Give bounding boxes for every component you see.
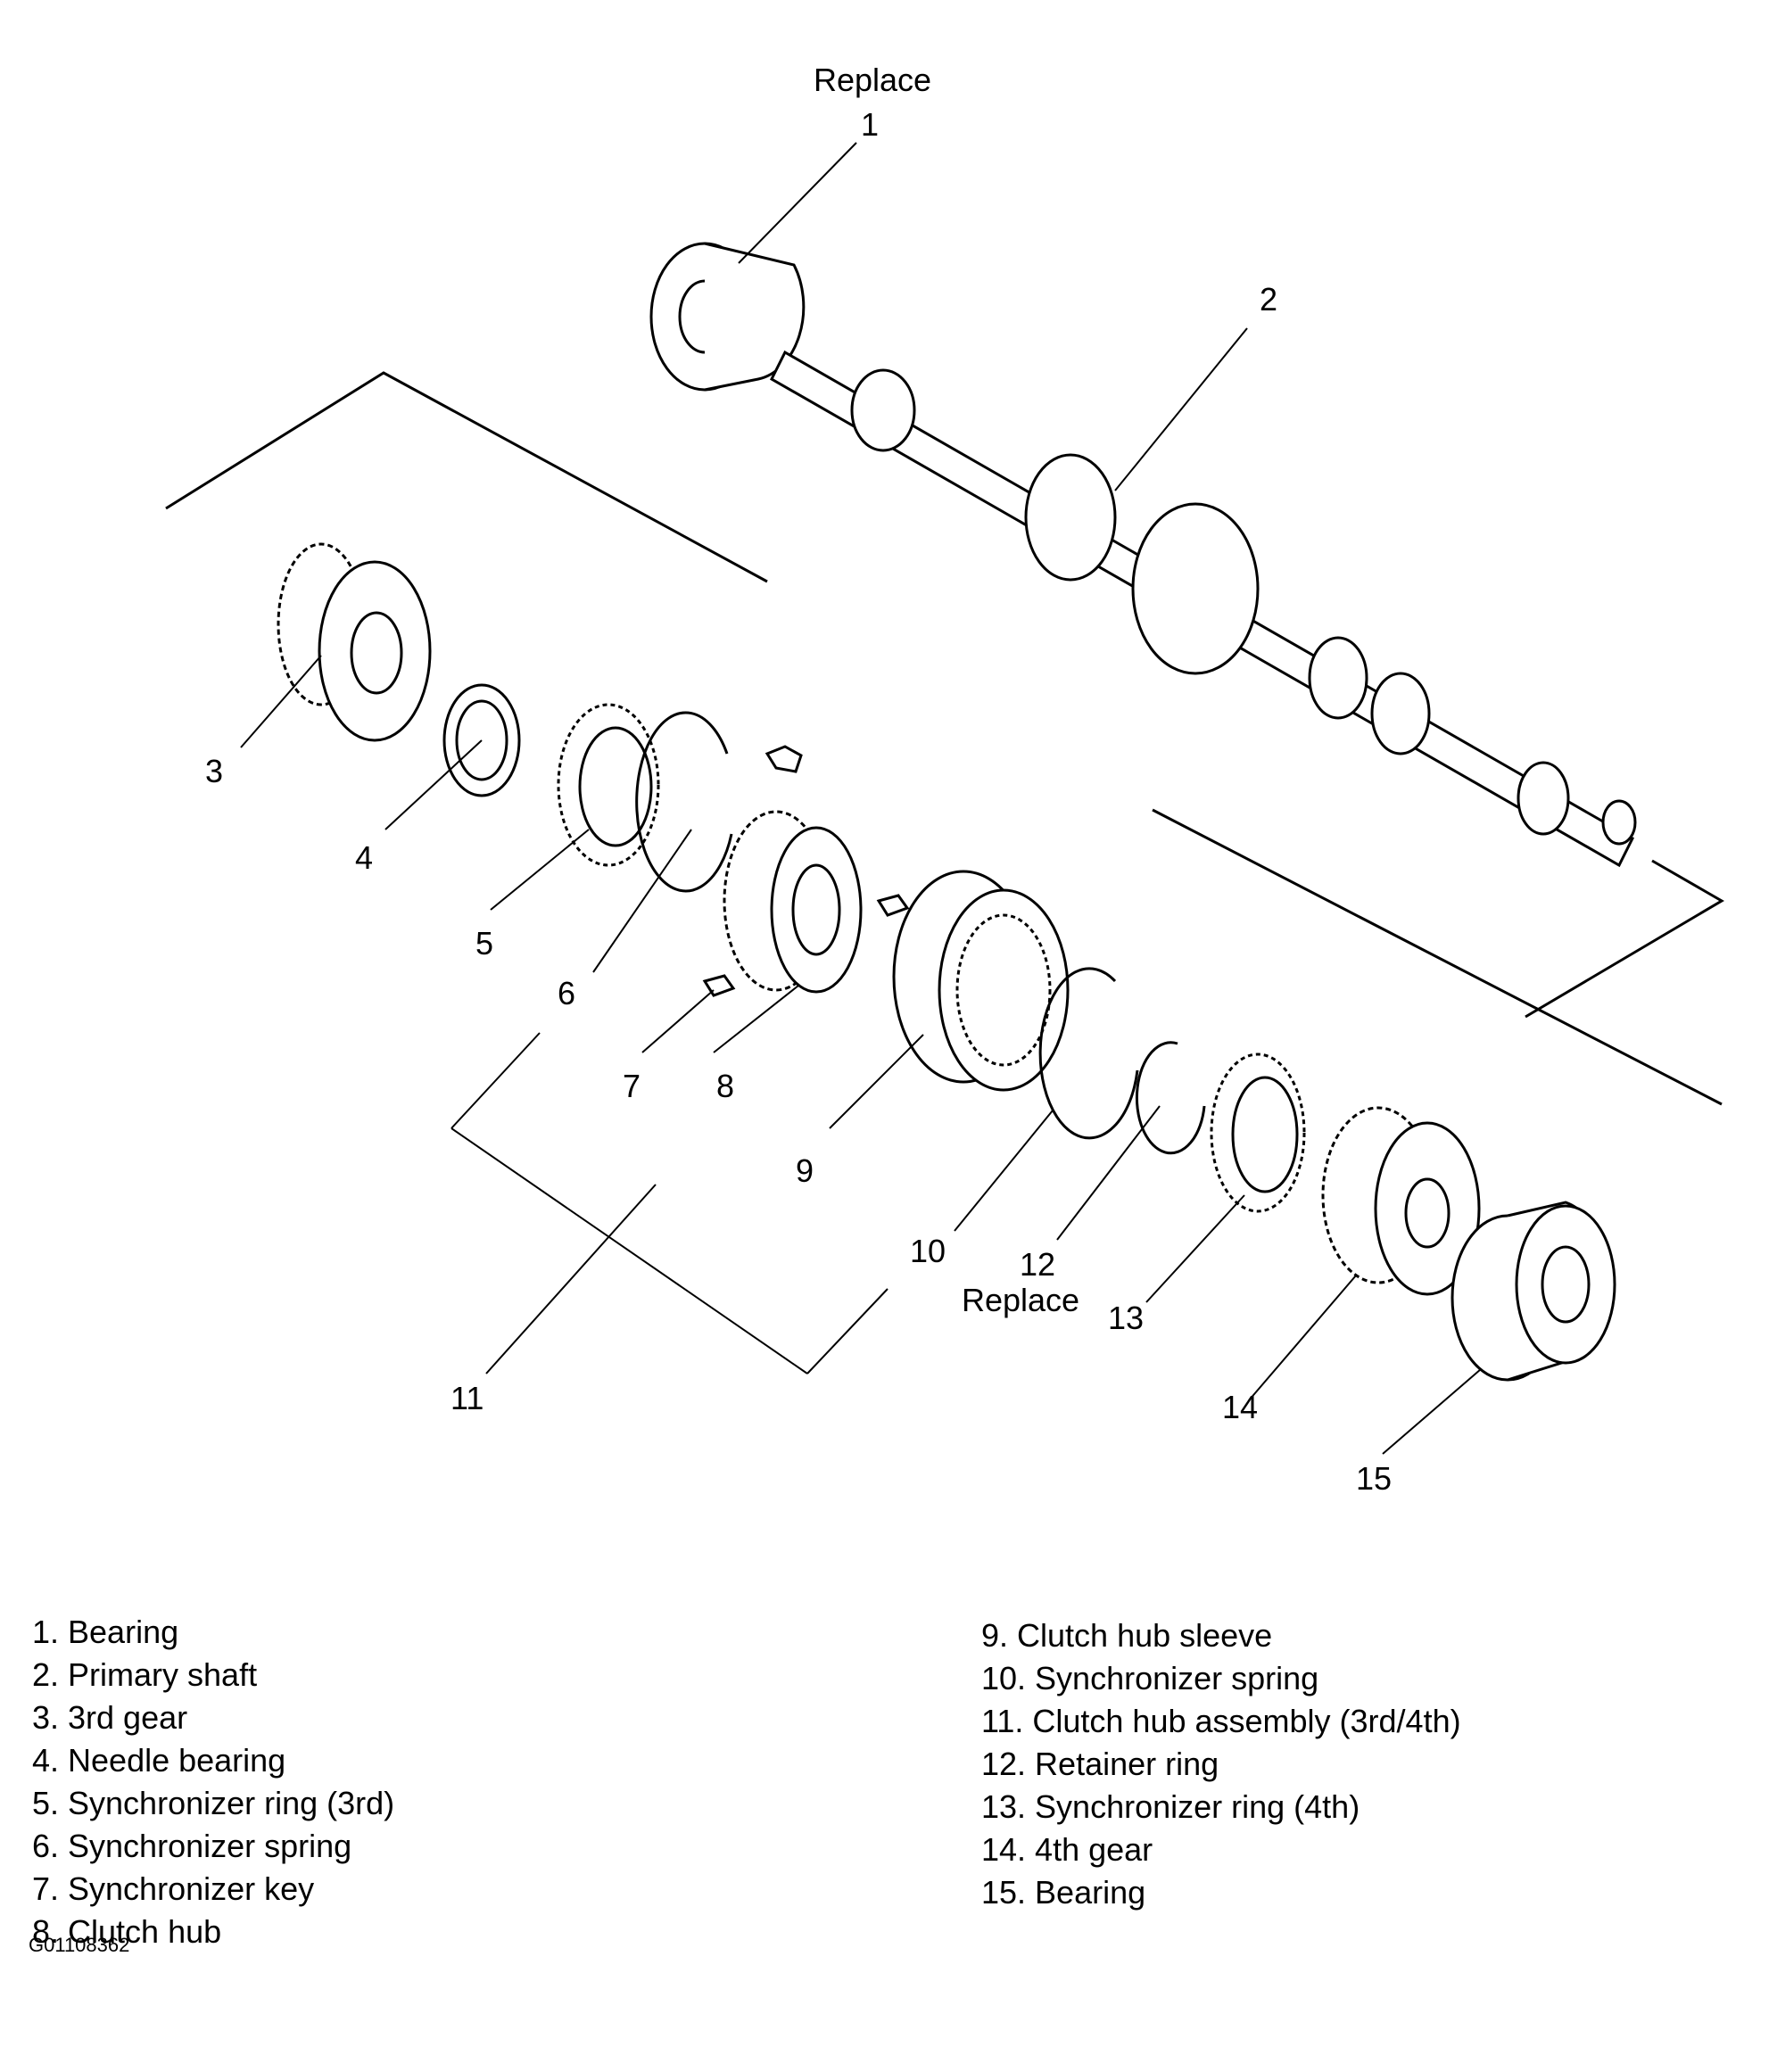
callout-15: 15: [1356, 1460, 1392, 1497]
legend-item: 8. Clutch hub: [32, 1913, 222, 1950]
callout-5: 5: [475, 925, 493, 962]
legend-left: 1. Bearing 2. Primary shaft 3. 3rd gear …: [32, 1611, 394, 1953]
legend-item: 9. Clutch hub sleeve: [981, 1617, 1273, 1654]
legend-right: 9. Clutch hub sleeve 10. Synchronizer sp…: [981, 1614, 1461, 1914]
legend-item: 10. Synchronizer spring: [981, 1660, 1319, 1696]
callout-11: 11: [450, 1380, 484, 1416]
legend-item: 5. Synchronizer ring (3rd): [32, 1785, 395, 1821]
bearing-top: [649, 242, 806, 392]
legend-item: 11. Clutch hub assembly (3rd/4th): [981, 1703, 1461, 1739]
bearing-bottom: [1451, 1201, 1616, 1382]
callout-1: 1: [861, 106, 879, 143]
legend-item: 2. Primary shaft: [32, 1656, 258, 1693]
legend-item: 6. Synchronizer spring: [32, 1828, 352, 1864]
figure-code: G01108362: [29, 1934, 130, 1956]
third-gear: [277, 542, 432, 742]
fourth-gear: [1321, 1106, 1481, 1296]
synchronizer-spring-6: [635, 711, 733, 893]
synchronizer-ring-3rd: [557, 703, 660, 867]
callout-7: 7: [623, 1068, 641, 1104]
synchronizer-spring-10: [1038, 967, 1139, 1140]
legend-item: 4. Needle bearing: [32, 1742, 286, 1779]
legend-item: 3. 3rd gear: [32, 1699, 188, 1736]
clutch-hub: [723, 810, 863, 994]
legend-item: 13. Synchronizer ring (4th): [981, 1788, 1360, 1825]
bracket-clutch-hub-assembly: [450, 1032, 888, 1374]
legend-item: 14. 4th gear: [981, 1831, 1153, 1868]
callout-12: 12: [1020, 1246, 1055, 1283]
legend-item: 15. Bearing: [981, 1874, 1146, 1911]
clutch-hub-sleeve: [892, 870, 1070, 1092]
leader-lines: [240, 142, 1482, 1455]
legend-item: 12. Retainer ring: [981, 1746, 1219, 1782]
callout-13: 13: [1108, 1300, 1144, 1336]
callout-replace-bottom: Replace: [962, 1282, 1079, 1318]
callout-14: 14: [1222, 1389, 1258, 1425]
callout-3: 3: [205, 753, 223, 789]
callout-replace-top: Replace: [814, 62, 931, 98]
synchronizer-keys: [702, 745, 910, 997]
callout-10: 10: [910, 1233, 946, 1269]
synchronizer-ring-4th: [1210, 1053, 1306, 1213]
bracket-shaft-group: [165, 371, 1724, 1106]
callout-8: 8: [716, 1068, 734, 1104]
primary-shaft: [770, 350, 1637, 868]
legend-item: 7. Synchronizer key: [32, 1870, 315, 1907]
callout-6: 6: [558, 975, 575, 1011]
callout-4: 4: [355, 839, 373, 876]
callout-2: 2: [1260, 281, 1277, 318]
retainer-ring: [1135, 1041, 1206, 1155]
legend-item: 1. Bearing: [32, 1614, 179, 1650]
callout-9: 9: [796, 1152, 814, 1189]
